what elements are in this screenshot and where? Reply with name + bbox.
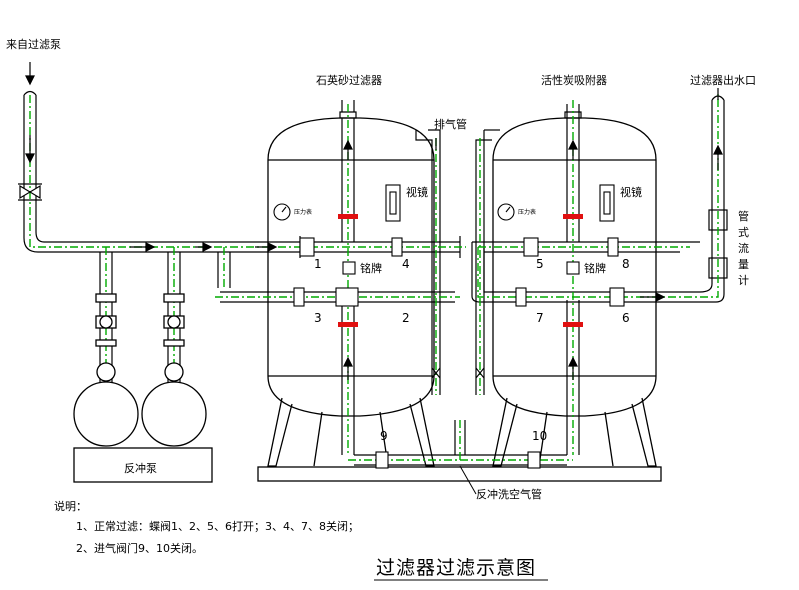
valve-3-body: [293, 287, 305, 307]
nameplate-2: [566, 261, 580, 275]
inlet-label: 来自过滤泵: [6, 38, 61, 51]
flowmeter-char: 量: [738, 258, 749, 271]
quartz-filter-tank: [267, 117, 435, 467]
nameplate-1: [342, 261, 356, 275]
flowmeter-char: 流: [738, 241, 749, 255]
valve-5-body: [523, 237, 539, 257]
gauge-1-label: 压力表: [294, 208, 312, 216]
notes-heading: 说明：: [54, 499, 87, 513]
sight-glass-1-label: 视镜: [406, 185, 428, 199]
valve-numbers: 1 2 3 4 5 6 7 8 9 10: [314, 257, 630, 443]
sight-glass-2-label: 视镜: [620, 185, 642, 199]
nameplate-1-label: 铭牌: [360, 261, 382, 275]
valve-8-body: [607, 237, 619, 257]
air-pipe-leader: [459, 465, 477, 495]
valve-number: 2: [402, 311, 410, 325]
gauge-2-label: 压力表: [518, 208, 536, 216]
pump-2: [141, 381, 207, 447]
valve-10-body: [527, 451, 541, 469]
notes-line-2: 2、进气阀门9、10关闭。: [76, 541, 203, 555]
valve-4-body: [391, 237, 403, 257]
inlet-valve: [18, 183, 42, 201]
notes-line-1: 1、正常过滤：蝶阀1、2、5、6打开；3、4、7、8关闭；: [76, 519, 359, 533]
red-flanges: [338, 214, 583, 327]
vent-valves: [431, 367, 485, 379]
valve-number: 1: [314, 257, 322, 271]
outlet-label: 过滤器出水口: [690, 73, 756, 87]
valve-9-body: [375, 451, 389, 469]
valves: [293, 237, 625, 469]
flowmeter-label: 管 式 流 量 计: [738, 209, 749, 287]
quartz-filter-label: 石英砂过滤器: [316, 73, 382, 87]
valve-number: 9: [380, 429, 388, 443]
instruments: [273, 184, 615, 275]
flowmeter-char: 管: [738, 209, 749, 223]
valve-2-body: [335, 287, 359, 307]
flowmeter-char: 式: [738, 226, 749, 239]
valve-number: 8: [622, 257, 630, 271]
valve-number: 3: [314, 311, 322, 325]
nameplate-2-label: 铭牌: [584, 261, 606, 275]
pump-1: [73, 381, 139, 447]
valve-6-body: [609, 287, 625, 307]
valve-number: 4: [402, 257, 410, 271]
valve-number: 7: [536, 311, 544, 325]
vent-pipe-label: 排气管: [434, 117, 467, 131]
backwash-pump-label: 反冲泵: [124, 461, 157, 475]
valve-number: 6: [622, 311, 630, 325]
flowmeter-char: 计: [738, 274, 749, 287]
valve-number: 10: [532, 429, 547, 443]
backwash-air-pipe-label: 反冲洗空气管: [476, 487, 542, 501]
backwash-pumps: [73, 293, 207, 447]
valve-number: 5: [536, 257, 544, 271]
valve-7-body: [515, 287, 527, 307]
carbon-filter-label: 活性炭吸附器: [541, 73, 607, 87]
base-platform: [73, 447, 662, 483]
valve-1-body: [299, 237, 315, 257]
carbon-filter-tank: [492, 117, 657, 467]
diagram-title: 过滤器过滤示意图: [376, 557, 536, 579]
flow-arrows: [25, 62, 723, 380]
